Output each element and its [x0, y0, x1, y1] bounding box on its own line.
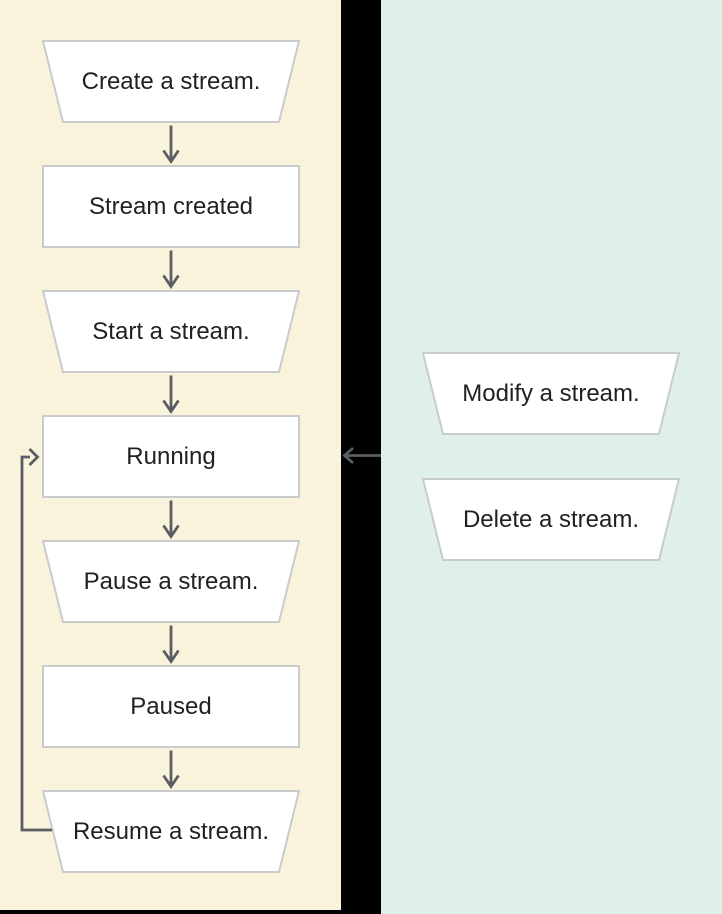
node-label: Start a stream. [92, 317, 250, 345]
trapezoid-shape [422, 478, 680, 561]
trapezoid-shape [42, 540, 300, 623]
trapezoid-shape [42, 290, 300, 373]
node-label: Delete a stream. [462, 505, 640, 533]
node-start-stream: Start a stream. [42, 290, 300, 373]
node-paused: Paused [42, 665, 300, 748]
node-create-stream: Create a stream. [42, 40, 300, 123]
node-label: Resume a stream. [72, 817, 270, 845]
node-label: Stream created [88, 192, 254, 220]
trapezoid-shape [422, 352, 680, 435]
node-pause-stream: Pause a stream. [42, 540, 300, 623]
management-panel: Modify a stream. Delete a stream. [381, 0, 722, 914]
node-running: Running [42, 415, 300, 498]
node-resume-stream: Resume a stream. [42, 790, 300, 873]
node-modify-stream: Modify a stream. [422, 352, 680, 435]
node-label: Pause a stream. [83, 567, 259, 595]
trapezoid-shape [42, 40, 300, 123]
node-label: Paused [130, 692, 212, 720]
lifecycle-panel: Create a stream. Stream created Start a … [0, 0, 341, 910]
node-delete-stream: Delete a stream. [422, 478, 680, 561]
node-label: Running [126, 442, 216, 470]
side-arrow-to-running [342, 446, 381, 465]
trapezoid-shape [42, 790, 300, 873]
node-label: Create a stream. [81, 67, 261, 95]
node-label: Modify a stream. [462, 379, 640, 407]
node-stream-created: Stream created [42, 165, 300, 248]
